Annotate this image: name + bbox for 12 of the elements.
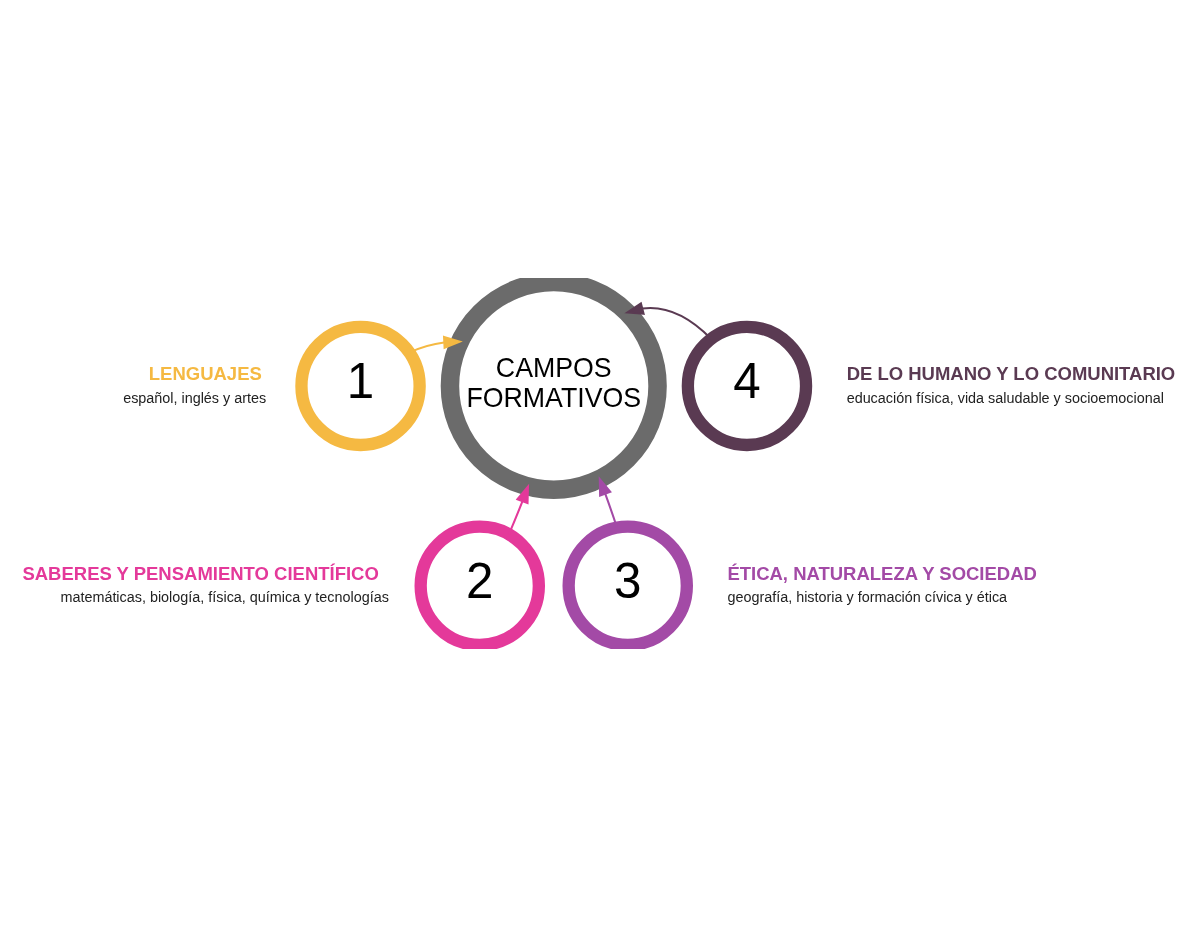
node-circle: 3 — [562, 520, 693, 649]
node-label: geografía, historia y formación cívica y ética — [727, 589, 1008, 606]
node-circle: 1 — [295, 320, 426, 452]
node-label: educación física, vida saludable y socioemocional — [846, 389, 1164, 406]
node-label: SABERES Y PENSAMIENTO CIENTÍFICO — [22, 563, 379, 585]
node-label: matemáticas, biología, física, química y tecnologías — [60, 589, 389, 606]
node-label: DE LO HUMANO Y LO COMUNITARIO — [846, 363, 1176, 385]
node-circle: 2 — [414, 520, 545, 649]
node-label: LENGUAJES — [148, 363, 262, 385]
node-label: ÉTICA, NATURALEZA Y SOCIEDAD — [727, 563, 1037, 585]
node-label: español, inglés y artes — [123, 389, 267, 406]
node-circle: 4 — [681, 320, 813, 452]
